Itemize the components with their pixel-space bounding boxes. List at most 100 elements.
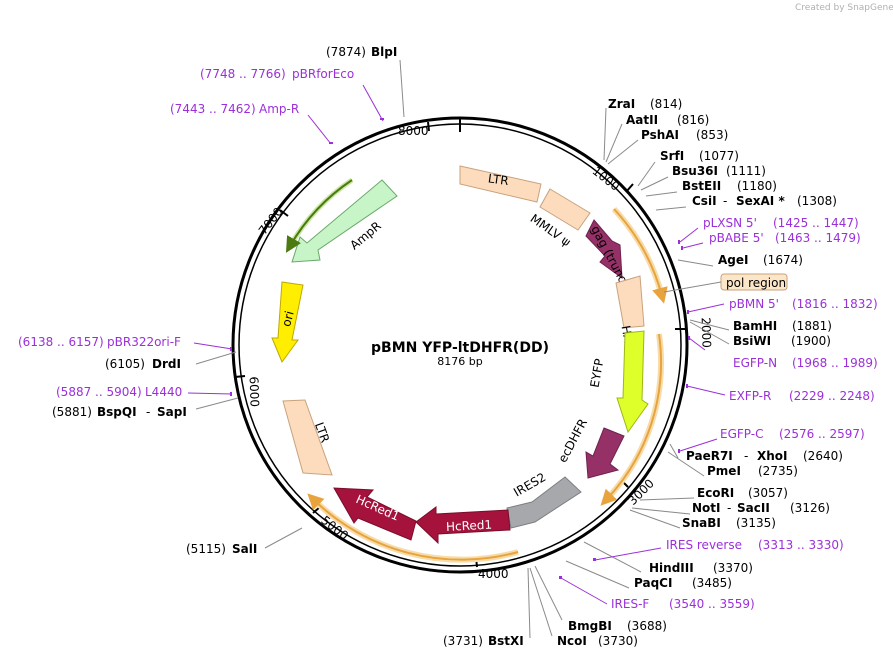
site-zrai[interactable]: ZraI [608, 97, 635, 111]
tick-label-3000: 3000 [625, 476, 656, 507]
primer-ires-reverse[interactable]: IRES reverse [666, 538, 742, 552]
site-bsiwi[interactable]: BsiWI [733, 334, 771, 348]
site-pos-blpi: (7874) [326, 45, 366, 59]
site-bamhi[interactable]: BamHI [733, 319, 777, 333]
feature-label-hcred1-a: HcRed1 [446, 518, 493, 534]
tick-label-2000: 2000 [699, 317, 714, 348]
site-hindiii[interactable]: HindIII [649, 561, 694, 575]
site-pos-srfi: (1077) [699, 149, 739, 163]
feature-ltr-5[interactable]: LTR [459, 165, 542, 203]
primer-range-pbrforeco: (7748 .. 7766) [200, 67, 286, 81]
site-ecori[interactable]: EcoRI [697, 486, 734, 500]
tick-label-8000: 8000 [398, 124, 429, 138]
site-pshai[interactable]: PshAI [641, 128, 679, 142]
site-pos-bspqi: (5881) [52, 405, 92, 419]
site-blpi[interactable]: BlpI [371, 45, 397, 59]
primer-range-ires-f: (3540 .. 3559) [669, 597, 755, 611]
site-bstxi[interactable]: BstXI [488, 634, 524, 648]
feature-label-ltr-3: LTR [312, 420, 332, 444]
region-arc-cds[interactable] [600, 333, 662, 506]
primer-pbabe5[interactable]: pBABE 5' [709, 231, 764, 245]
site-pos-agei: (1674) [763, 253, 803, 267]
feature-ltr-3[interactable]: LTR [282, 399, 333, 476]
site-pos-drdi: (6105) [105, 357, 145, 371]
site-pos-snabi: (3135) [736, 516, 776, 530]
site-dash-paer7i: - [744, 449, 748, 463]
site-pos-bsu36i: (1111) [726, 164, 766, 178]
site-pmei[interactable]: PmeI [707, 464, 741, 478]
site-drdi[interactable]: DrdI [152, 357, 181, 371]
site-sacii[interactable]: SacII [737, 501, 770, 515]
primer-range-ires-reverse: (3313 .. 3330) [758, 538, 844, 552]
site-pos-bsteii: (1180) [737, 179, 777, 193]
primer-pbr322ori-f[interactable]: pBR322ori-F [107, 335, 181, 349]
primer-ticks [230, 118, 690, 579]
site-dash-bspqi: - [146, 405, 150, 419]
site-pos-noti: (3126) [790, 501, 830, 515]
site-bsu36i[interactable]: Bsu36I [672, 164, 718, 178]
primer-range-l4440: (5887 .. 5904) [56, 385, 142, 399]
site-pos-ncoi: (3730) [598, 634, 638, 648]
primer-leaders [187, 84, 726, 605]
feature-hcred1-a[interactable]: HcRed1 [415, 506, 511, 545]
site-bspqi[interactable]: BspQI [97, 405, 137, 419]
tick-label-4000: 4000 [478, 567, 509, 581]
primer-plxsn5[interactable]: pLXSN 5' [703, 216, 757, 230]
region-arc-hcred[interactable] [307, 493, 519, 561]
primer-pbmn5[interactable]: pBMN 5' [729, 297, 779, 311]
site-pos-bamhi: (1881) [792, 319, 832, 333]
site-sali[interactable]: SalI [232, 542, 257, 556]
snapgene-credit: Created by SnapGene [795, 3, 893, 13]
primer-range-egfp-n: (1968 .. 1989) [792, 356, 878, 370]
tick-label-7000: 7000 [256, 205, 286, 238]
site-paqci[interactable]: PaqCI [634, 576, 672, 590]
site-pos-bmgbi: (3688) [627, 619, 667, 633]
primer-egfp-c[interactable]: EGFP-C [720, 427, 763, 441]
site-pos-bsiwi: (1900) [791, 334, 831, 348]
primer-egfp-n[interactable]: EGFP-N [733, 356, 777, 370]
pol-region-label: pol region [726, 276, 786, 290]
feature-ori[interactable]: ori [271, 281, 304, 364]
site-agei[interactable]: AgeI [718, 253, 748, 267]
primer-range-pbmn5: (1816 .. 1832) [792, 297, 878, 311]
primer-amp-r[interactable]: Amp-R [259, 102, 299, 116]
site-pos-hindiii: (3370) [713, 561, 753, 575]
site-pos-sali: (5115) [186, 542, 226, 556]
primer-l4440[interactable]: L4440 [145, 385, 182, 399]
feature-label-eyfp: EYFP [588, 358, 607, 389]
region-arc-pol[interactable] [613, 208, 668, 304]
site-aatii[interactable]: AatII [626, 113, 658, 127]
site-srfi[interactable]: SrfI [660, 149, 684, 163]
primer-range-egfp-c: (2576 .. 2597) [779, 427, 865, 441]
site-xhoi[interactable]: XhoI [757, 449, 788, 463]
region-arc-ampr[interactable] [285, 179, 353, 253]
site-sexai[interactable]: SexAI * [736, 194, 785, 208]
feature-ires2[interactable]: IRES2 [506, 470, 582, 529]
site-csii[interactable]: CsiI [692, 194, 717, 208]
site-ncoi[interactable]: NcoI [557, 634, 587, 648]
primer-exfp-r[interactable]: EXFP-R [729, 389, 771, 403]
site-noti[interactable]: NotI [692, 501, 721, 515]
primer-range-pbr322ori-f: (6138 .. 6157) [18, 335, 104, 349]
feature-label-ecdhfr: ecDHFR [555, 416, 590, 464]
primer-ires-f[interactable]: IRES-F [611, 597, 649, 611]
site-pos-pshai: (853) [696, 128, 728, 142]
site-bmgbi[interactable]: BmgBI [568, 619, 612, 633]
site-paer7i[interactable]: PaeR7I [686, 449, 733, 463]
site-sapi[interactable]: SapI [157, 405, 187, 419]
site-pos-ecori: (3057) [748, 486, 788, 500]
tick-label-6000: 6000 [247, 376, 262, 407]
site-pos-bstxi: (3731) [443, 634, 483, 648]
site-bsteii[interactable]: BstEII [682, 179, 721, 193]
primer-range-pbabe5: (1463 .. 1479) [775, 231, 861, 245]
site-pos-zrai: (814) [650, 97, 682, 111]
site-snabi[interactable]: SnaBI [682, 516, 721, 530]
feature-eyfp[interactable]: EYFP [588, 330, 649, 434]
site-pos-pmei: (2735) [758, 464, 798, 478]
primer-pbrforeco[interactable]: pBRforEco [292, 67, 354, 81]
feature-ecdhfr[interactable]: ecDHFR [555, 416, 625, 479]
site-pos-aatii: (816) [677, 113, 709, 127]
plasmid-name: pBMN YFP-ltDHFR(DD) [371, 340, 549, 356]
